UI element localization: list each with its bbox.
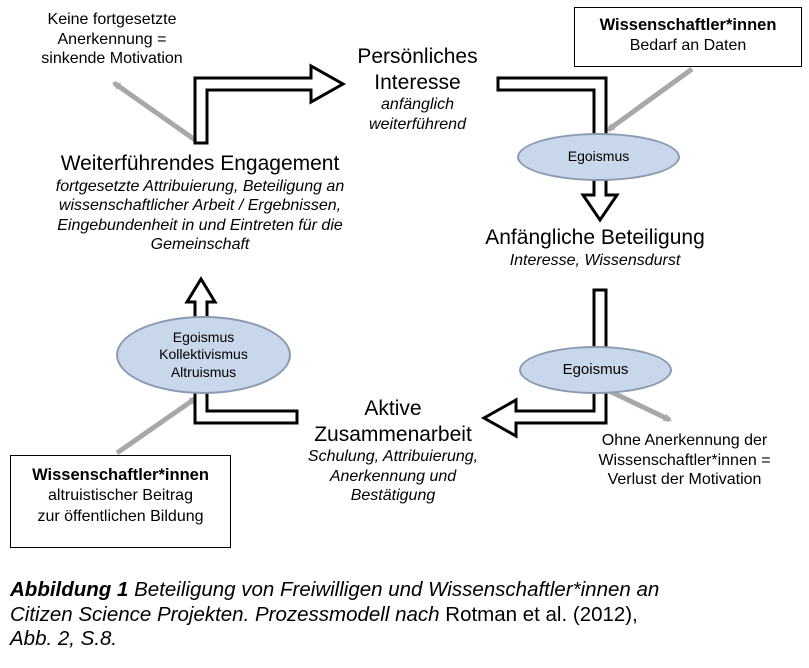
node-continued-engagement-sub2: wissenschaftlicher Arbeit / Ergebnissen, (58, 197, 342, 215)
note-loss-motivation: Ohne Anerkennung der Wissenschaftler*inn… (572, 431, 797, 490)
figure-caption: Abbildung 1 Beteiligung von Freiwilligen… (10, 578, 802, 652)
note-loss-motivation-line1: Ohne Anerkennung der (601, 432, 768, 449)
box-scientists-altruistic-line2: zur öffentlichen Bildung (37, 508, 204, 526)
ellipse-motives-altruism: Altruismus (170, 363, 237, 380)
box-scientists-altruistic-title: Wissenschaftler*innen (32, 466, 209, 484)
node-continued-engagement-sub3: Eingebundenheit in und Eintreten für die (57, 216, 343, 234)
node-personal-interest: Persönliches Interesse anfänglich weiter… (325, 44, 510, 134)
ellipse-egoism-bottom-label: Egoismus (562, 360, 629, 378)
note-no-recognition-line1: Keine fortgesetzte (47, 11, 177, 28)
note-loss-motivation-line2: Wissenschaftler*innen = (598, 451, 771, 469)
node-continued-engagement-sub4: Gemeinschaft (150, 236, 250, 254)
node-continued-engagement: Weiterführendes Engagement fortgesetzte … (20, 151, 380, 255)
box-scientists-data-need: Wissenschaftler*innen Bedarf an Daten (574, 7, 802, 67)
caption-line3: Abb. 2, S.8. (10, 627, 802, 652)
node-personal-interest-sub2: weiterführend (369, 115, 466, 133)
node-initial-participation: Anfängliche Beteiligung Interesse, Wisse… (455, 225, 735, 270)
ellipse-egoism-top: Egoismus (517, 133, 680, 181)
box-scientists-data-need-title: Wissenschaftler*innen (599, 16, 777, 34)
box-scientists-data-need-text: Bedarf an Daten (629, 37, 747, 55)
ellipse-motives-collectivism: Kollektivismus (159, 346, 248, 363)
node-continued-engagement-title: Weiterführendes Engagement (60, 152, 340, 175)
node-continued-engagement-sub1: fortgesetzte Attribuierung, Beteiligung … (55, 177, 345, 195)
node-active-collaboration-sub2: Anerkennung und (329, 467, 457, 485)
caption-line2: Citizen Science Projekten. Prozessmodell… (10, 603, 802, 628)
gray-arrow-altruistic (115, 395, 198, 456)
node-active-collaboration-sub1: Schulung, Attribuierung, (307, 448, 479, 466)
note-loss-motivation-line3: Verlust der Motivation (607, 471, 762, 489)
node-initial-participation-title: Anfängliche Beteiligung (485, 226, 705, 249)
node-active-collaboration-sub3: Bestätigung (350, 487, 436, 505)
node-active-collaboration-title2: Zusammenarbeit (314, 422, 472, 446)
caption-label: Abbildung 1 (10, 578, 129, 601)
node-personal-interest-sub1: anfänglich (381, 96, 454, 114)
ellipse-motives-egoism: Egoismus (172, 328, 235, 345)
box-scientists-altruistic: Wissenschaftler*innen altruistischer Bei… (10, 455, 231, 548)
box-scientists-altruistic-line1: altruistischer Beitrag (48, 487, 193, 505)
node-initial-participation-sub: Interesse, Wissensdurst (509, 251, 681, 269)
caption-text3: Abb. 2, S.8. (10, 627, 118, 651)
note-no-recognition-line3: sinkende Motivation (41, 50, 183, 68)
note-no-recognition-line2: Anerkennung = (57, 30, 167, 48)
process-arrow-engagement-to-interest (193, 63, 347, 145)
gray-arrow-demotivation (112, 80, 200, 145)
ellipse-egoism-top-label: Egoismus (567, 148, 630, 165)
note-no-recognition: Keine fortgesetzte Anerkennung = sinkend… (12, 10, 212, 69)
gray-arrow-data-need (606, 66, 694, 133)
node-active-collaboration: Aktive Zusammenarbeit Schulung, Attribui… (283, 396, 503, 506)
node-personal-interest-title2: Interesse (374, 70, 461, 94)
ellipse-motives-left: Egoismus Kollektivismus Altruismus (116, 316, 291, 394)
caption-line1: Abbildung 1 Beteiligung von Freiwilligen… (10, 578, 802, 603)
ellipse-egoism-bottom: Egoismus (519, 346, 672, 394)
gray-arrow-loss-motivation (601, 385, 672, 423)
node-active-collaboration-title1: Aktive (364, 397, 422, 420)
node-personal-interest-title1: Persönliches (357, 45, 478, 68)
caption-reference: Rotman et al. (2012), (445, 602, 638, 626)
caption-text2: Citizen Science Projekten. Prozessmodell… (10, 602, 446, 626)
caption-text1: Beteiligung von Freiwilligen und Wissens… (128, 578, 660, 601)
